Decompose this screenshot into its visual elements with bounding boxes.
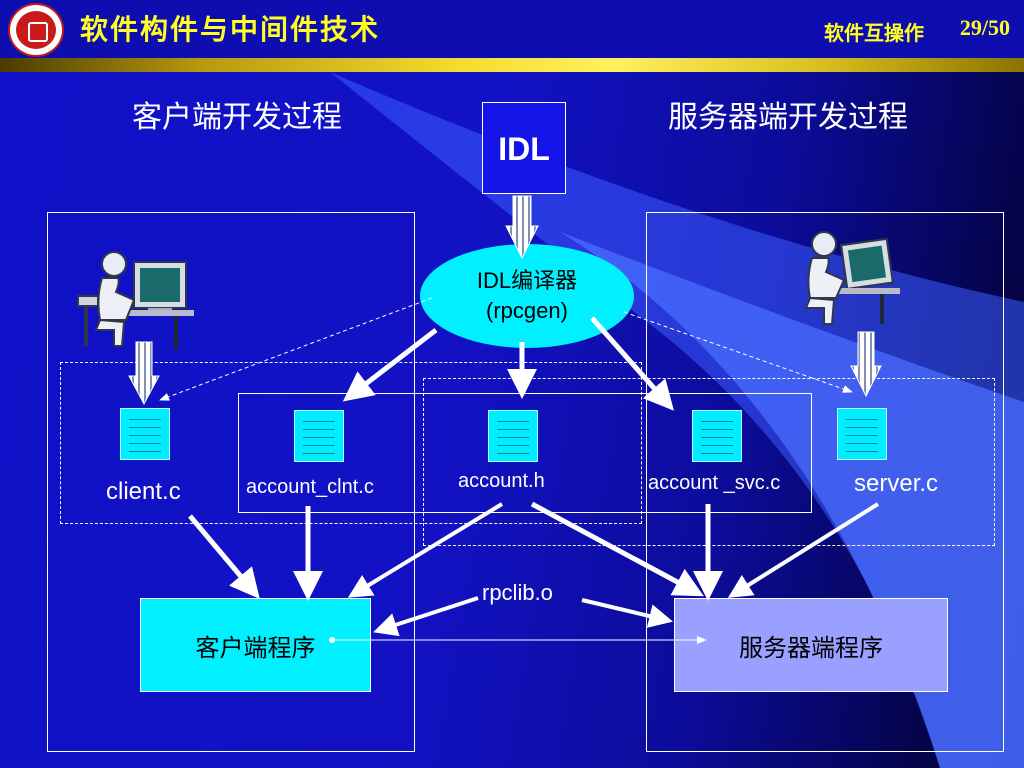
client-program-box: 客户端程序 [140, 598, 371, 692]
client-program-label: 客户端程序 [195, 633, 316, 662]
svc-file-label: account _svc.c [648, 472, 781, 494]
client-side-dashed-region [60, 362, 642, 524]
server-process-heading: 服务器端开发过程 [668, 100, 908, 135]
arrow-rpclib-to-client-program [373, 596, 479, 637]
idl-compiler-ellipse: IDL编译器 (rpcgen) [420, 244, 634, 348]
course-title: 软件构件与中间件技术 [80, 13, 381, 46]
client-panel [47, 212, 415, 752]
arrow-to-clnt [342, 328, 438, 402]
developer-at-computer-icon [77, 251, 194, 350]
client-process-heading: 客户端开发过程 [132, 100, 342, 135]
university-seal-icon [8, 3, 64, 57]
hollow-down-arrow-icon [505, 195, 539, 260]
hollow-down-arrow-icon [128, 341, 160, 406]
arrow-server-to-program [727, 502, 880, 598]
clnt-file-label: account_clnt.c [246, 476, 374, 498]
server-program-label: 服务器端程序 [739, 633, 883, 662]
rpcgen-label: (rpcgen) [486, 298, 568, 323]
server-file-icon [837, 408, 887, 460]
server-program-box: 服务器端程序 [674, 598, 948, 692]
dashed-link-client [159, 297, 433, 401]
arrow-to-svc [590, 316, 674, 411]
arrow-header-to-server-program [530, 501, 704, 597]
hollow-down-arrow-icon [850, 331, 882, 398]
title-bar [0, 0, 1024, 58]
idl-compiler-label: IDL编译器 [476, 268, 578, 293]
client-file-icon [120, 408, 170, 460]
svc-file-icon [692, 410, 742, 462]
server-file-label: server.c [854, 470, 939, 497]
developer-at-computer-icon [804, 231, 900, 325]
header-file-icon [488, 410, 538, 462]
arrow-client-to-program [188, 514, 260, 599]
server-panel [646, 212, 1004, 752]
dashed-link-server [623, 311, 853, 393]
clnt-file-icon [294, 410, 344, 462]
section-title: 软件互操作 [824, 21, 924, 45]
page-number: 29/50 [959, 15, 1010, 40]
header-divider-bar [0, 58, 1024, 72]
seal-emblem [28, 22, 48, 42]
program-link-dot [329, 637, 335, 643]
client-file-label: client.c [106, 478, 181, 505]
arrow-rpclib-to-server-program [581, 598, 674, 628]
header-file-label: account.h [458, 470, 545, 492]
arrow-header-to-client-program [347, 502, 504, 598]
idl-box: IDL [482, 102, 566, 194]
seal-center [16, 11, 56, 49]
rpclib-label: rpclib.o [482, 580, 553, 605]
